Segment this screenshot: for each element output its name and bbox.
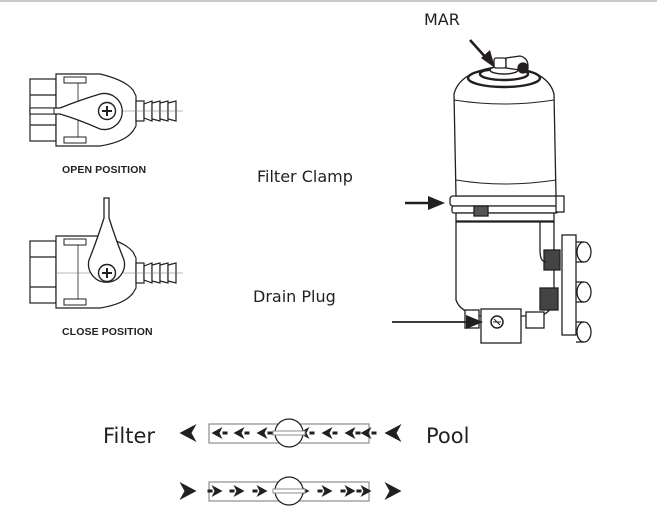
pool-label: Pool — [426, 424, 470, 448]
flow-row-to-filter — [179, 418, 402, 448]
valve-open-position — [29, 73, 183, 147]
flow-arrow — [360, 485, 372, 497]
flow-arrow — [321, 427, 333, 439]
flow-arrow-stem — [332, 431, 338, 435]
flow-arrow-outer-right — [384, 424, 402, 442]
flow-arrow-outer-left — [179, 482, 197, 500]
flow-arrow-stem — [207, 489, 213, 493]
flow-row-to-pool — [179, 476, 402, 506]
close-position-caption: CLOSE POSITION — [62, 326, 153, 338]
mar-label: MAR — [424, 10, 460, 29]
flow-arrow-stem — [355, 431, 361, 435]
flow-arrow-outer-right — [384, 482, 402, 500]
flow-arrow — [344, 485, 356, 497]
valve-handle — [272, 488, 306, 494]
flow-arrow — [321, 485, 333, 497]
flow-arrow-stem — [229, 489, 235, 493]
flow-arrow — [256, 485, 268, 497]
drain-plug-label: Drain Plug — [253, 287, 336, 306]
flow-arrow — [211, 485, 223, 497]
flow-arrow-outer-left — [179, 424, 197, 442]
flow-arrow-stem — [356, 489, 362, 493]
flow-arrow-stem — [317, 489, 323, 493]
filter-label: Filter — [103, 424, 156, 448]
flow-arrow — [233, 427, 245, 439]
pointer-arrows — [392, 39, 495, 329]
valve-handle — [272, 430, 306, 436]
flow-arrow-stem — [340, 489, 346, 493]
flow-arrow — [233, 485, 245, 497]
flow-arrow-stem — [244, 431, 250, 435]
flow-arrow — [211, 427, 223, 439]
flow-arrow-stem — [309, 431, 315, 435]
flow-arrow-stem — [371, 431, 377, 435]
flow-arrow — [344, 427, 356, 439]
valve-close-position — [29, 197, 183, 309]
pool-filter-illustration — [449, 55, 592, 344]
flow-arrow-stem — [267, 431, 273, 435]
flow-arrow-stem — [252, 489, 258, 493]
open-position-caption: OPEN POSITION — [62, 164, 147, 176]
top-border — [0, 0, 657, 2]
flow-arrow — [256, 427, 268, 439]
flow-arrow-stem — [222, 431, 228, 435]
filter-clamp-label: Filter Clamp — [257, 167, 353, 186]
flow-arrow — [360, 427, 372, 439]
